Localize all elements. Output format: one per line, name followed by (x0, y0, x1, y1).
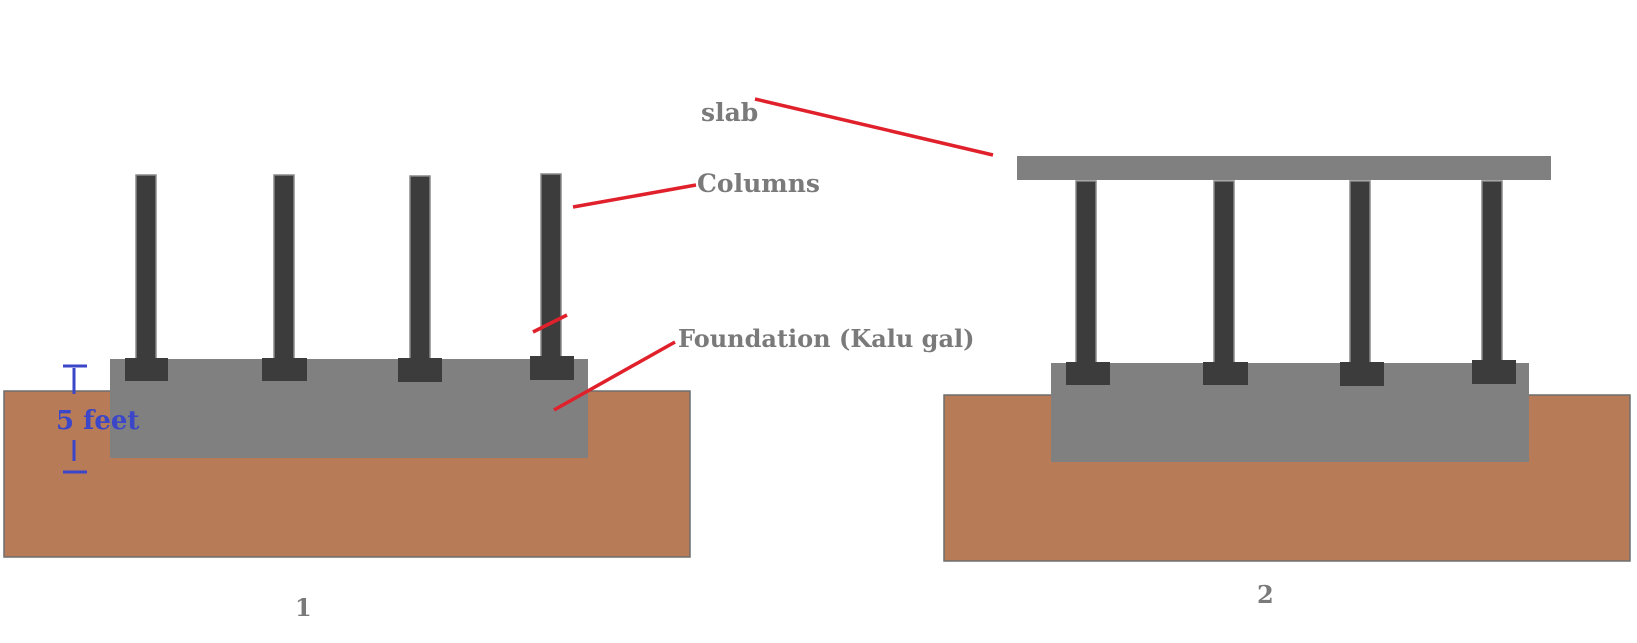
slab (1017, 156, 1551, 180)
foundation-label: Foundation (Kalu gal) (678, 324, 974, 353)
depth-dimension (63, 364, 87, 474)
columns-leader (572, 183, 697, 209)
footing-1-2 (262, 358, 307, 381)
figure-1: 5 feet 1 (3, 173, 691, 622)
footing-2-2 (1203, 362, 1248, 385)
footing-1-4 (530, 356, 574, 380)
column-1-1 (135, 174, 157, 361)
column-2-3 (1349, 180, 1371, 365)
depth-label: 5 feet (56, 406, 139, 436)
footing-2-1 (1066, 362, 1110, 385)
column-1-4 (540, 173, 562, 360)
column-2-2 (1213, 180, 1235, 365)
footing-2-4 (1472, 360, 1516, 384)
slab-leader (754, 97, 994, 157)
foundation-1 (110, 359, 588, 458)
footing-1-3 (398, 358, 442, 382)
figure-1-number: 1 (295, 593, 312, 622)
columns-label: Columns (697, 169, 820, 198)
footing-2-3 (1340, 362, 1384, 386)
foundation-leader (553, 340, 676, 412)
figure-2-number: 2 (1257, 580, 1274, 609)
slab-label: slab (701, 98, 758, 127)
column-1-2 (273, 174, 295, 361)
column-2-1 (1075, 180, 1097, 365)
figure-2: 2 (943, 156, 1631, 609)
footing-1-1 (125, 358, 168, 381)
column-2-4 (1481, 180, 1503, 365)
column-1-3 (409, 175, 431, 362)
column-tick (532, 313, 568, 334)
foundation-2 (1051, 363, 1529, 462)
leader-lines (532, 97, 994, 412)
